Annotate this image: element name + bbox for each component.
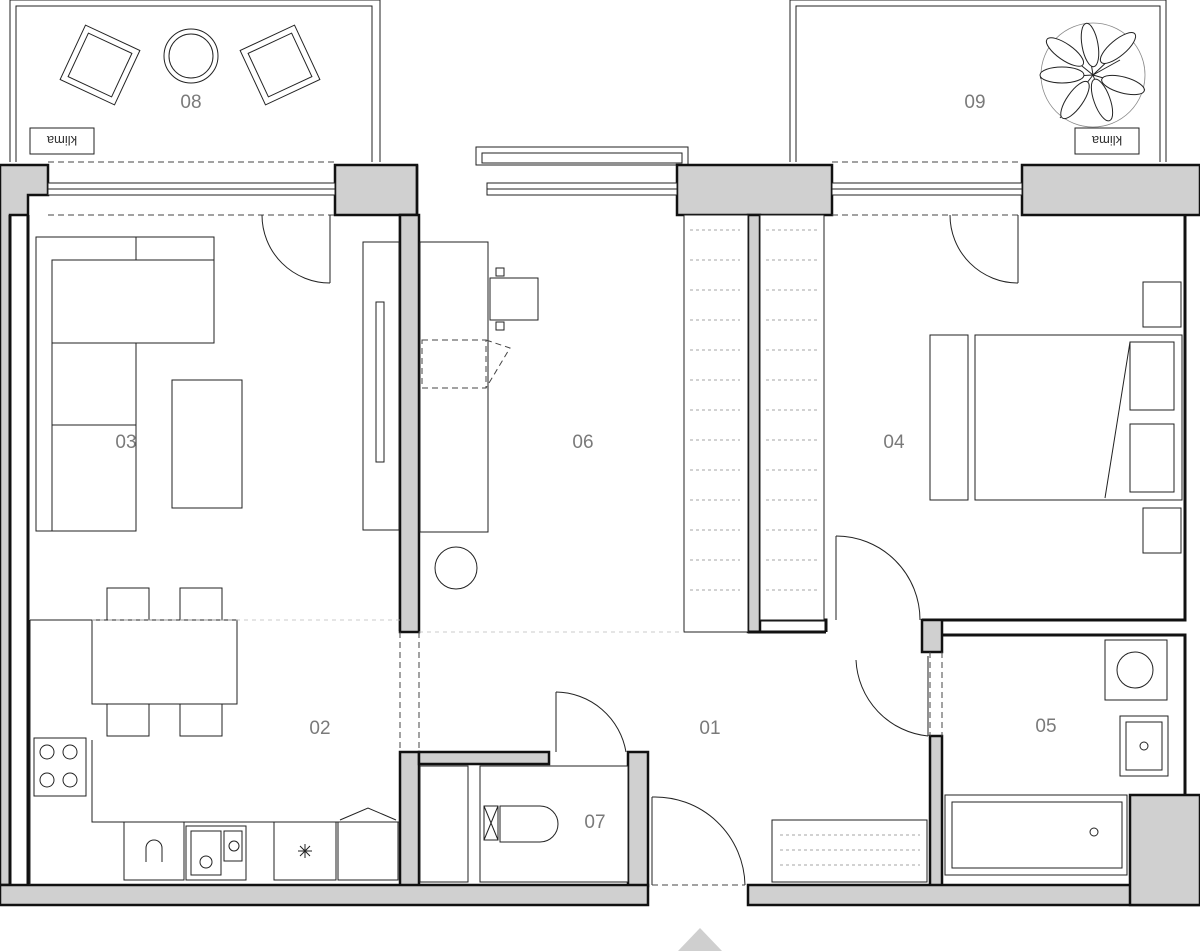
room-label-07: 07 bbox=[584, 812, 605, 833]
desk bbox=[419, 241, 539, 533]
walls bbox=[0, 163, 1200, 907]
wc-fixtures bbox=[419, 765, 629, 883]
windows bbox=[47, 161, 1023, 216]
plant bbox=[1039, 22, 1146, 128]
bed bbox=[929, 281, 1183, 554]
doors bbox=[261, 214, 1019, 886]
balcony-08: klima bbox=[9, 0, 381, 162]
balcony-09: klima bbox=[789, 0, 1167, 162]
plant-pot bbox=[434, 546, 478, 590]
svg-text:klima: klima bbox=[46, 133, 77, 148]
dining-table bbox=[91, 587, 238, 737]
room-label-06: 06 bbox=[572, 432, 593, 453]
wardrobe-04 bbox=[759, 214, 825, 621]
svg-text:klima: klima bbox=[1091, 133, 1122, 148]
kitchen bbox=[29, 619, 400, 885]
wardrobe-06 bbox=[683, 214, 749, 633]
balcony-chair-right bbox=[239, 24, 321, 106]
room-label-08: 08 bbox=[180, 92, 201, 113]
klima-unit-09: klima bbox=[1074, 127, 1140, 155]
coffee-table bbox=[171, 379, 243, 509]
window-bay-06 bbox=[475, 146, 689, 166]
balcony-table bbox=[163, 28, 219, 84]
entrance-marker bbox=[678, 928, 722, 951]
sofa bbox=[35, 236, 215, 532]
room-label-03: 03 bbox=[115, 432, 136, 453]
hall-cabinet bbox=[771, 819, 928, 883]
bathroom-fixtures bbox=[944, 639, 1169, 876]
tv-cabinet bbox=[362, 241, 400, 531]
klima-unit-08: klima bbox=[29, 127, 95, 155]
room-label-01: 01 bbox=[699, 718, 720, 739]
room-label-09: 09 bbox=[964, 92, 985, 113]
room-label-02: 02 bbox=[309, 718, 330, 739]
balcony-chair-left bbox=[59, 24, 141, 106]
room-label-05: 05 bbox=[1035, 716, 1056, 737]
openings bbox=[399, 631, 943, 752]
room-label-04: 04 bbox=[883, 432, 905, 453]
